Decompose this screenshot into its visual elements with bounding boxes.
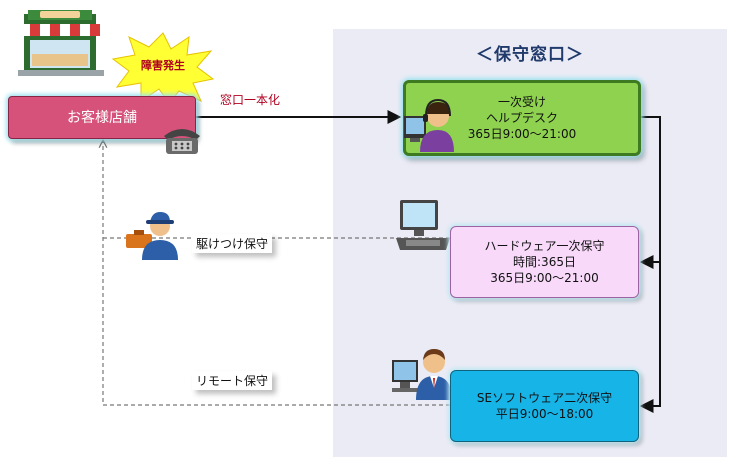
panel-title: ＜保守窓口＞	[476, 45, 584, 65]
hardware-maintenance-box: ハードウェア一次保守 時間:365日 365日9:00～21:00	[450, 226, 639, 298]
customer-store-box: お客様店舗	[8, 96, 196, 139]
software-line-1: SEソフトウェア二次保守	[476, 391, 613, 405]
software-line-2: 平日9:00～18:00	[495, 407, 594, 421]
hardware-line-1: ハードウェア一次保守	[484, 239, 605, 253]
software-engineer-icon	[392, 349, 452, 400]
customer-store-label: お客様店舗	[67, 109, 137, 126]
operator-icon	[404, 98, 454, 152]
telephone-icon	[164, 129, 200, 154]
remote-maintenance-label: リモート保守	[192, 371, 273, 390]
shop-icon	[18, 10, 104, 76]
incident-burst-icon	[111, 32, 215, 103]
helpdesk-line-1: 一次受け	[497, 95, 546, 109]
pos-terminal-icon	[396, 200, 450, 250]
remote-dashed-line	[103, 141, 450, 406]
hardware-line-3: 365日9:00～21:00	[490, 271, 599, 285]
field-engineer-icon	[126, 212, 178, 260]
hardware-line-2: 時間:365日	[513, 255, 576, 269]
incident-label: 障害発生	[141, 59, 185, 72]
helpdesk-to-hardware-line	[639, 116, 661, 269]
software-maintenance-box: SEソフトウェア二次保守 平日9:00～18:00	[450, 370, 639, 442]
helpdesk-line-2: ヘルプデスク	[485, 111, 558, 125]
single-window-label: 窓口一本化	[220, 93, 281, 107]
onsite-maintenance-label: 駆けつけ保守	[192, 234, 273, 253]
hardware-to-software-line	[639, 262, 661, 413]
helpdesk-line-3: 365日9:00～21:00	[467, 127, 577, 141]
